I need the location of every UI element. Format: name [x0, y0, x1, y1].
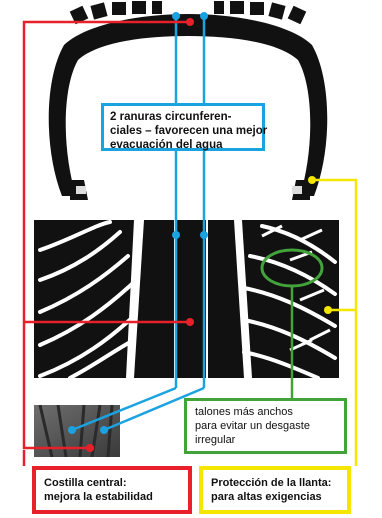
rim-protection-callout-line: Protección de la llanta:: [211, 476, 339, 490]
rim-protection-callout-line: para altas exigencias: [211, 490, 339, 504]
rim-protection-marker: [324, 306, 332, 314]
central-rib-marker: [186, 18, 194, 26]
shoulder-callout-line: para evitar un desgaste: [195, 419, 336, 433]
central-rib-callout-line: mejora la estabilidad: [44, 490, 180, 504]
central-rib-marker: [186, 318, 194, 326]
groove-marker: [200, 231, 208, 239]
rim-protection-callout: Protección de la llanta: para altas exig…: [199, 466, 351, 514]
grooves-callout-line: ciales – favorecen una mejor: [110, 124, 256, 138]
central-rib-marker: [86, 444, 94, 452]
shoulder-callout: talones más anchos para evitar un desgas…: [184, 398, 347, 454]
grooves-callout-line: 2 ranuras circunferen-: [110, 110, 256, 124]
grooves-callout: 2 ranuras circunferen- ciales – favorece…: [101, 103, 265, 151]
shoulder-callout-line: talones más anchos: [195, 405, 336, 419]
central-rib-callout: Costilla central: mejora la estabilidad: [32, 466, 192, 514]
grooves-callout-line: evacuación del agua: [110, 138, 256, 152]
rim-protection-marker: [308, 176, 316, 184]
groove-marker: [68, 426, 76, 434]
shoulder-callout-line: irregular: [195, 433, 336, 447]
groove-marker: [172, 231, 180, 239]
tire-cross-section: [49, 1, 328, 200]
central-rib-callout-line: Costilla central:: [44, 476, 180, 490]
groove-marker: [200, 12, 208, 20]
groove-marker: [100, 426, 108, 434]
groove-marker: [172, 12, 180, 20]
